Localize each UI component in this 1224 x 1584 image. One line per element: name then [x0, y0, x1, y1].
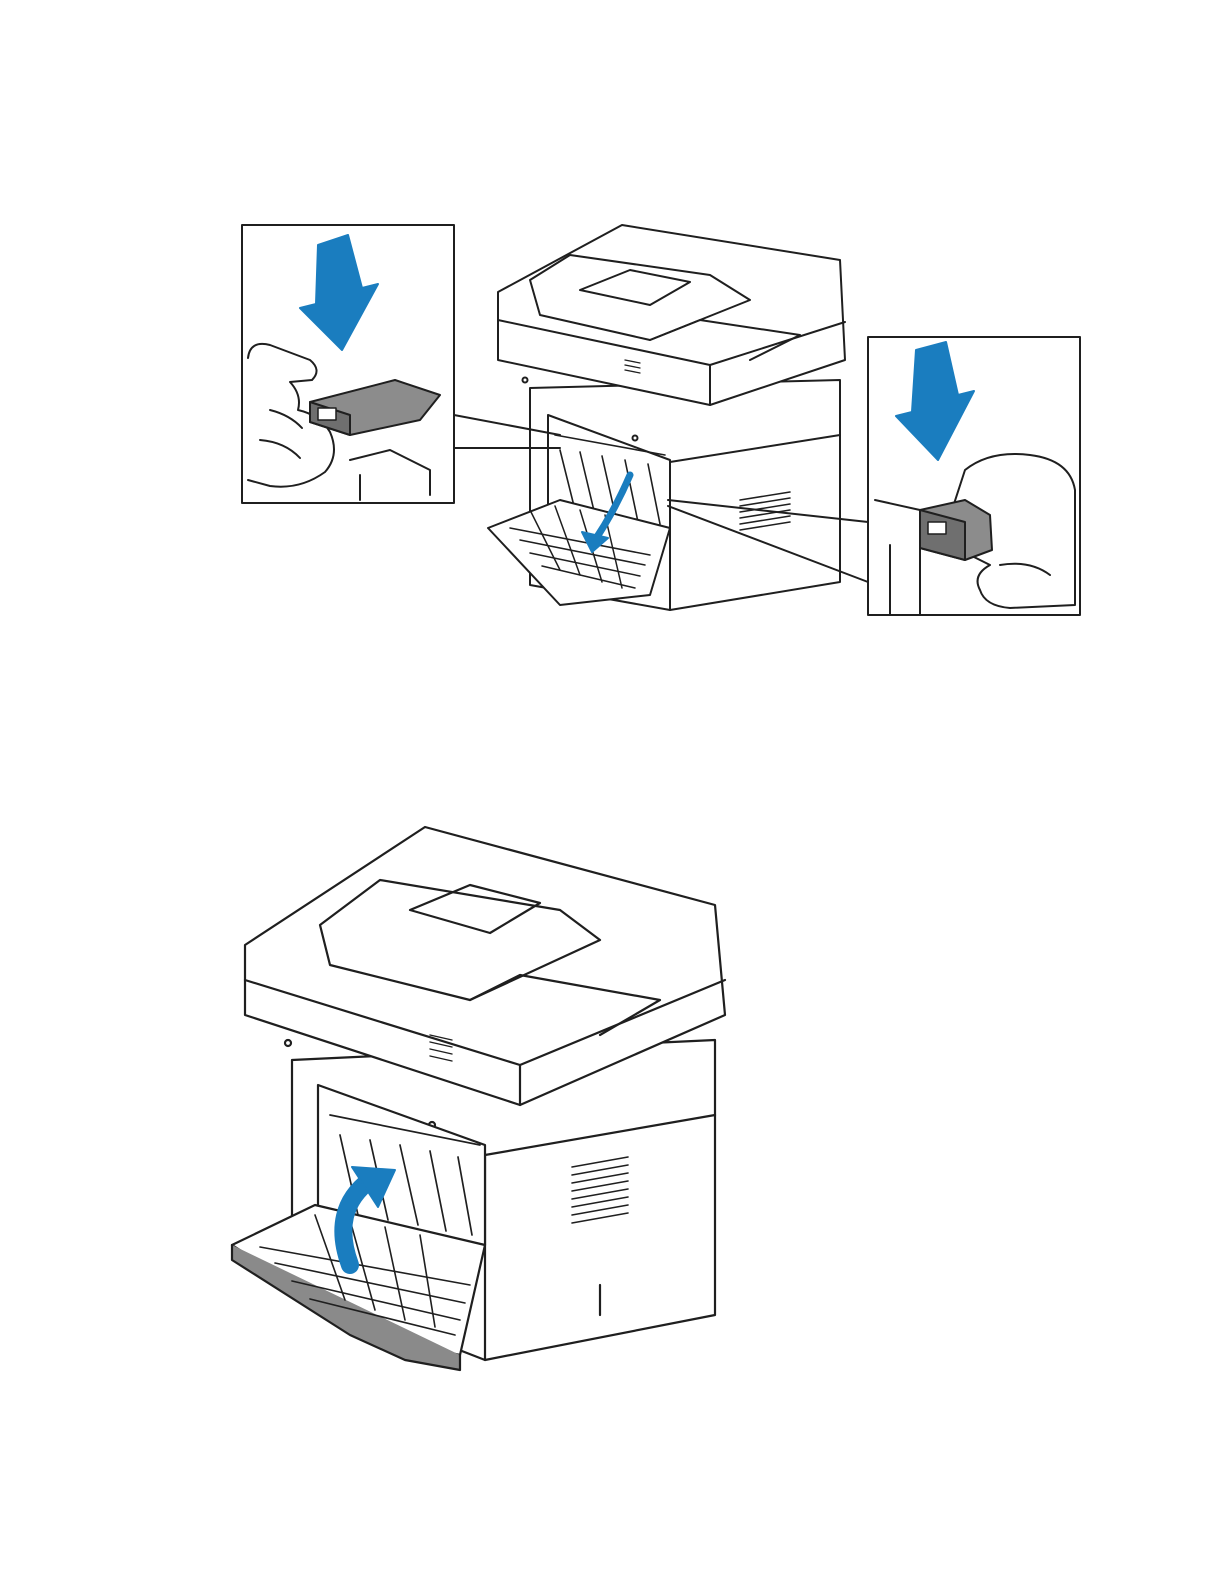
printer-rear-view — [232, 827, 725, 1370]
figure-release-fuser-levers — [230, 210, 1090, 630]
figure-2-illustration — [220, 815, 740, 1375]
figure-1-illustration — [230, 210, 1090, 630]
figure-close-rear-door — [220, 815, 740, 1375]
